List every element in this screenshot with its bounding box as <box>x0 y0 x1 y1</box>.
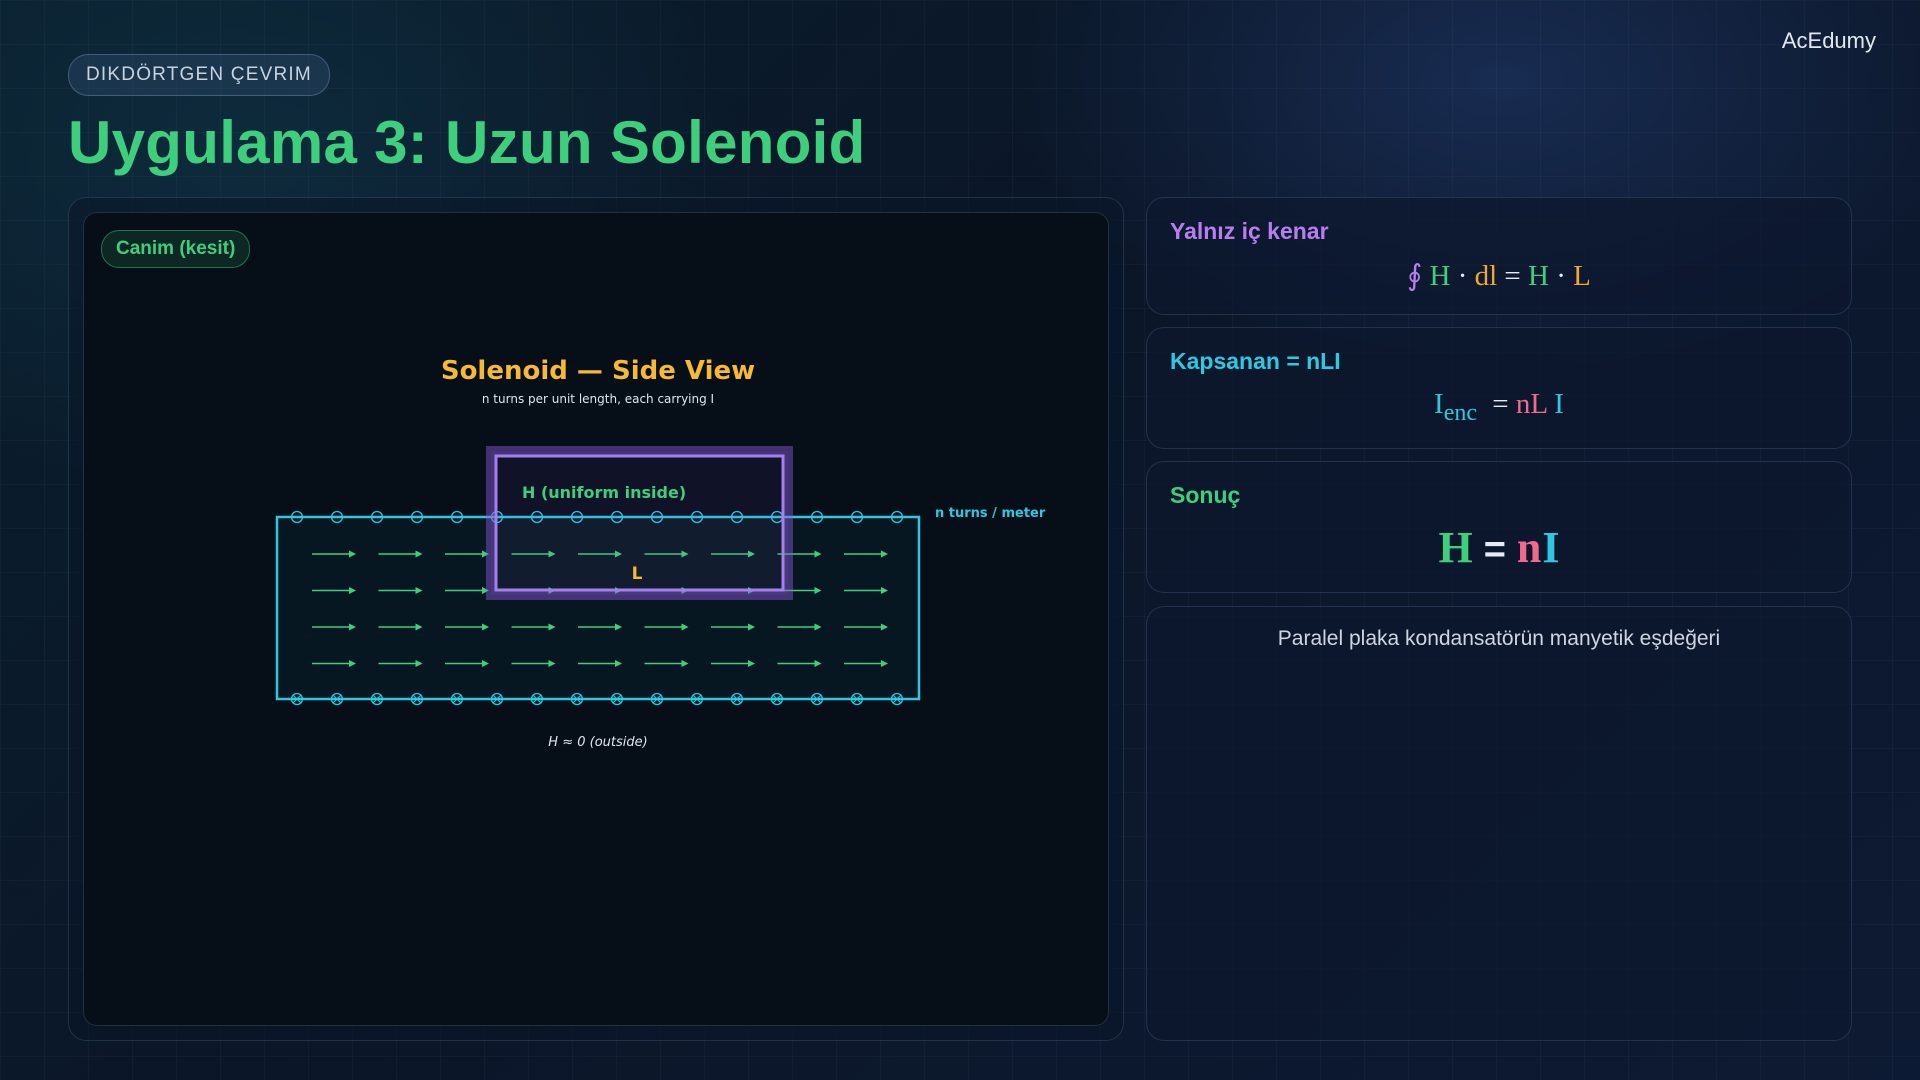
field-arrow <box>844 623 888 631</box>
turns-density-label: n turns / meter <box>935 506 1046 521</box>
field-arrow <box>644 623 689 631</box>
field-arrow <box>312 660 356 667</box>
field-arrow <box>378 660 423 667</box>
h-field-label: H (uniform inside) <box>522 483 686 502</box>
field-arrow <box>777 660 822 667</box>
field-arrow <box>844 550 888 558</box>
field-arrow <box>445 587 489 594</box>
enclosed-current-equation: Ienc = nL I <box>1434 388 1564 426</box>
diagram-panel: Solenoid — Side View n turns per unit le… <box>68 197 1124 1041</box>
loop-length-label: L <box>632 564 643 584</box>
field-arrow <box>644 550 689 558</box>
field-arrow <box>378 623 423 631</box>
field-arrow <box>312 623 356 631</box>
amperian-loop-glow <box>486 446 793 600</box>
field-arrow <box>711 623 755 631</box>
field-arrow <box>844 587 888 594</box>
field-arrow <box>511 550 556 558</box>
field-arrow <box>445 623 489 631</box>
field-arrow <box>578 550 622 558</box>
field-arrow <box>578 623 622 631</box>
result-title: Sonuç <box>1170 482 1241 508</box>
note-card: Paralel plaka kondansatörün manyetik eşd… <box>1146 606 1852 1041</box>
diagram-canvas: Solenoid — Side View n turns per unit le… <box>83 212 1109 1026</box>
inner-edge-card: Yalnız iç kenar ∮ H · dl = H · L <box>1146 197 1852 315</box>
field-arrow <box>378 550 423 558</box>
solenoid-body <box>275 515 921 701</box>
contour-integral-icon: ∮ <box>1407 260 1423 292</box>
enclosed-current-title: Kapsanan = nLI <box>1170 348 1341 374</box>
section-tag: DIKDÖRTGEN ÇEVRIM <box>68 54 330 96</box>
canvas-badge: Canim (kesit) <box>101 230 251 268</box>
field-arrow <box>578 660 622 667</box>
field-arrow <box>445 550 489 558</box>
field-arrow <box>312 587 356 594</box>
solenoid-diagram: Solenoid — Side View n turns per unit le… <box>275 356 1046 750</box>
line-integral-equation: ∮ H · dl = H · L <box>1407 260 1591 292</box>
analogy-note: Paralel plaka kondansatörün manyetik eşd… <box>1277 627 1721 650</box>
field-arrow <box>777 623 822 631</box>
field-arrow <box>312 550 356 558</box>
diagram-title: Solenoid — Side View <box>441 356 755 386</box>
outside-field-label: H ≈ 0 (outside) <box>548 735 647 750</box>
field-arrow <box>378 587 423 594</box>
page-title: Uygulama 3: Uzun Solenoid <box>68 109 866 176</box>
field-arrow <box>511 660 556 667</box>
field-arrow <box>844 660 888 667</box>
field-arrow <box>711 550 755 558</box>
field-arrow <box>711 660 755 667</box>
result-equation: H = n I <box>1438 523 1560 572</box>
enclosed-current-card: Kapsanan = nLI Ienc = nL I <box>1146 327 1852 449</box>
result-card: Sonuç H = n I <box>1146 461 1852 593</box>
amperian-loop <box>494 454 785 592</box>
inner-edge-title: Yalnız iç kenar <box>1170 218 1329 244</box>
brand-logo: AcEdumy <box>1781 28 1876 53</box>
field-arrow <box>445 660 489 667</box>
diagram-subtitle: n turns per unit length, each carrying I <box>482 392 714 406</box>
field-arrow <box>644 660 689 667</box>
field-arrow <box>511 623 556 631</box>
